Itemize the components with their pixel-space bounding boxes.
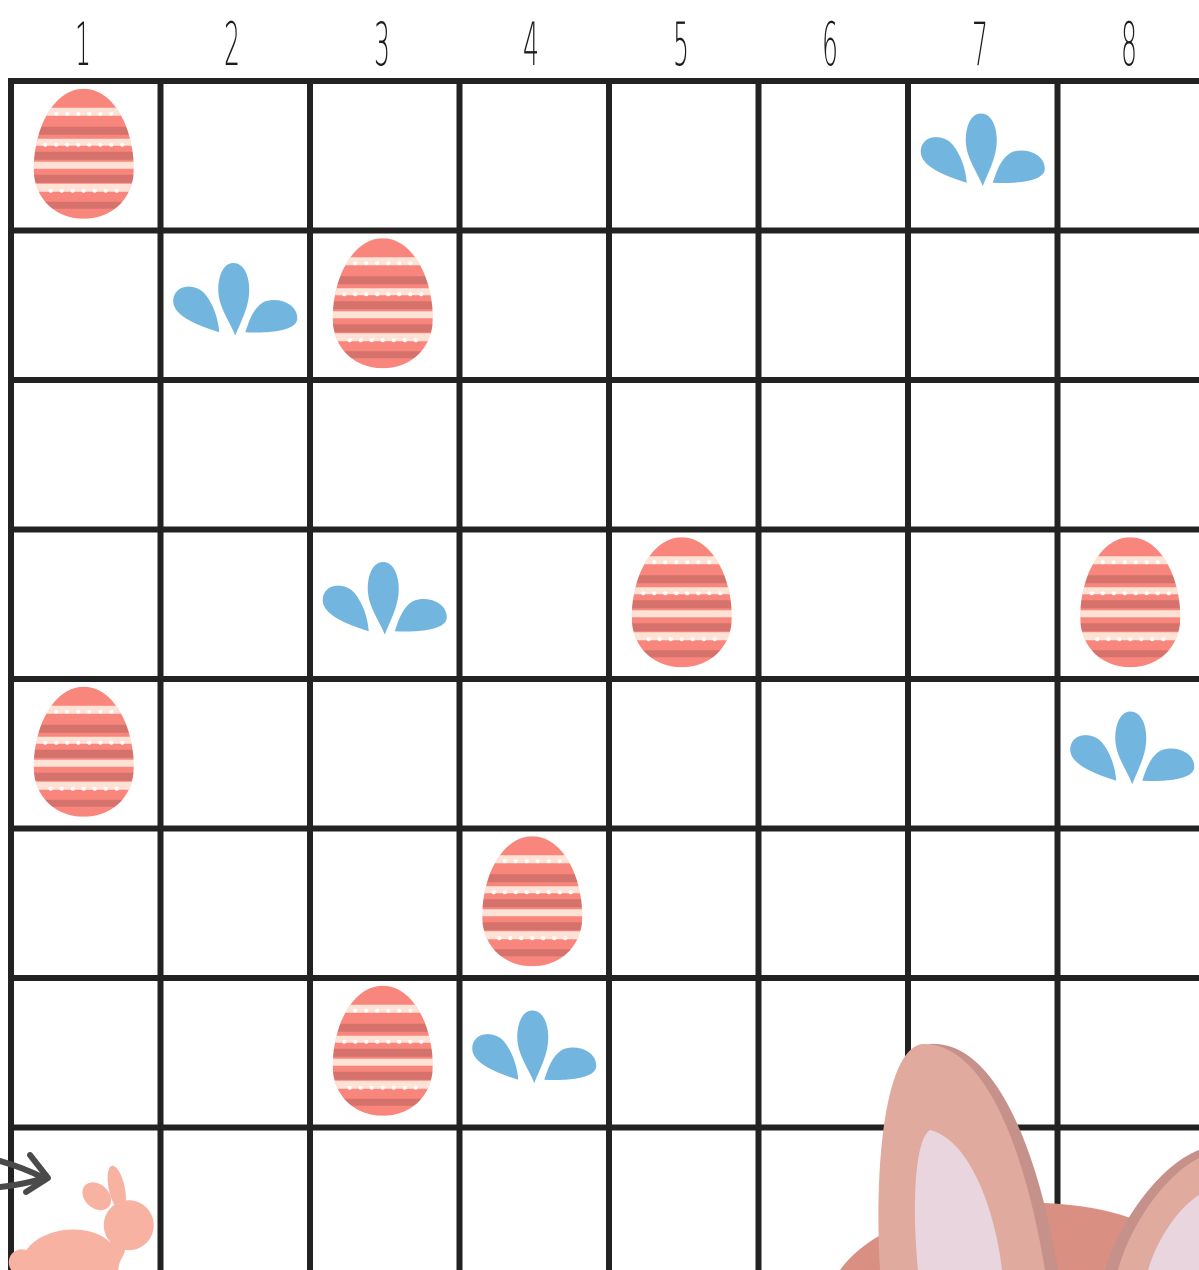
board-cell-r3-c5[interactable] bbox=[612, 383, 756, 527]
board-cell-r7-c5[interactable] bbox=[612, 981, 756, 1125]
board-cell-r7-c6[interactable] bbox=[762, 981, 906, 1125]
board-cell-r2-c6[interactable] bbox=[762, 234, 906, 378]
board-cell-r5-c4[interactable] bbox=[463, 682, 607, 826]
board-cell-r5-c5[interactable] bbox=[612, 682, 756, 826]
board-cell-r8-c5[interactable] bbox=[612, 1131, 756, 1270]
board-cell-r3-c7[interactable] bbox=[911, 383, 1055, 527]
board-cell-r4-c6[interactable] bbox=[762, 533, 906, 677]
board-cell-r7-c8[interactable] bbox=[1061, 981, 1199, 1125]
board-cell-r5-c7[interactable] bbox=[911, 682, 1055, 826]
board-cell-r1-c5[interactable] bbox=[612, 84, 756, 228]
board-cell-r5-c6[interactable] bbox=[762, 682, 906, 826]
board-cell-r4-c1[interactable] bbox=[14, 533, 158, 677]
board-cell-r5-c3[interactable] bbox=[313, 682, 457, 826]
board-cell-r3-c3[interactable] bbox=[313, 383, 457, 527]
board-cell-r6-c7[interactable] bbox=[911, 832, 1055, 976]
board-cell-r6-c3[interactable] bbox=[313, 832, 457, 976]
board-cell-r2-c8[interactable] bbox=[1061, 234, 1199, 378]
board-cell-r3-c4[interactable] bbox=[463, 383, 607, 527]
board-cell-r7-c1[interactable] bbox=[14, 981, 158, 1125]
board-cell-r8-c4[interactable] bbox=[463, 1131, 607, 1270]
board-cell-r3-c2[interactable] bbox=[164, 383, 308, 527]
board-cell-r2-c7[interactable] bbox=[911, 234, 1055, 378]
board-cell-r2-c5[interactable] bbox=[612, 234, 756, 378]
board-cell-r6-c2[interactable] bbox=[164, 832, 308, 976]
board-cell-r5-c2[interactable] bbox=[164, 682, 308, 826]
board-cell-r1-c2[interactable] bbox=[164, 84, 308, 228]
board-cell-r4-c7[interactable] bbox=[911, 533, 1055, 677]
board-cell-r1-c6[interactable] bbox=[762, 84, 906, 228]
board-cell-r6-c8[interactable] bbox=[1061, 832, 1199, 976]
board-cell-r3-c8[interactable] bbox=[1061, 383, 1199, 527]
board-cell-r7-c2[interactable] bbox=[164, 981, 308, 1125]
board-cell-r1-c8[interactable] bbox=[1061, 84, 1199, 228]
board-cell-r3-c6[interactable] bbox=[762, 383, 906, 527]
board-cell-r6-c1[interactable] bbox=[14, 832, 158, 976]
board-cell-r2-c1[interactable] bbox=[14, 234, 158, 378]
board-cell-r2-c4[interactable] bbox=[463, 234, 607, 378]
board-cell-r6-c6[interactable] bbox=[762, 832, 906, 976]
board-cell-r4-c2[interactable] bbox=[164, 533, 308, 677]
board-cell-r1-c4[interactable] bbox=[463, 84, 607, 228]
board-cell-r4-c4[interactable] bbox=[463, 533, 607, 677]
board-cell-r6-c5[interactable] bbox=[612, 832, 756, 976]
board-cell-r3-c1[interactable] bbox=[14, 383, 158, 527]
board-cell-r8-c3[interactable] bbox=[313, 1131, 457, 1270]
board-cell-r1-c3[interactable] bbox=[313, 84, 457, 228]
board-cell-r8-c2[interactable] bbox=[164, 1131, 308, 1270]
